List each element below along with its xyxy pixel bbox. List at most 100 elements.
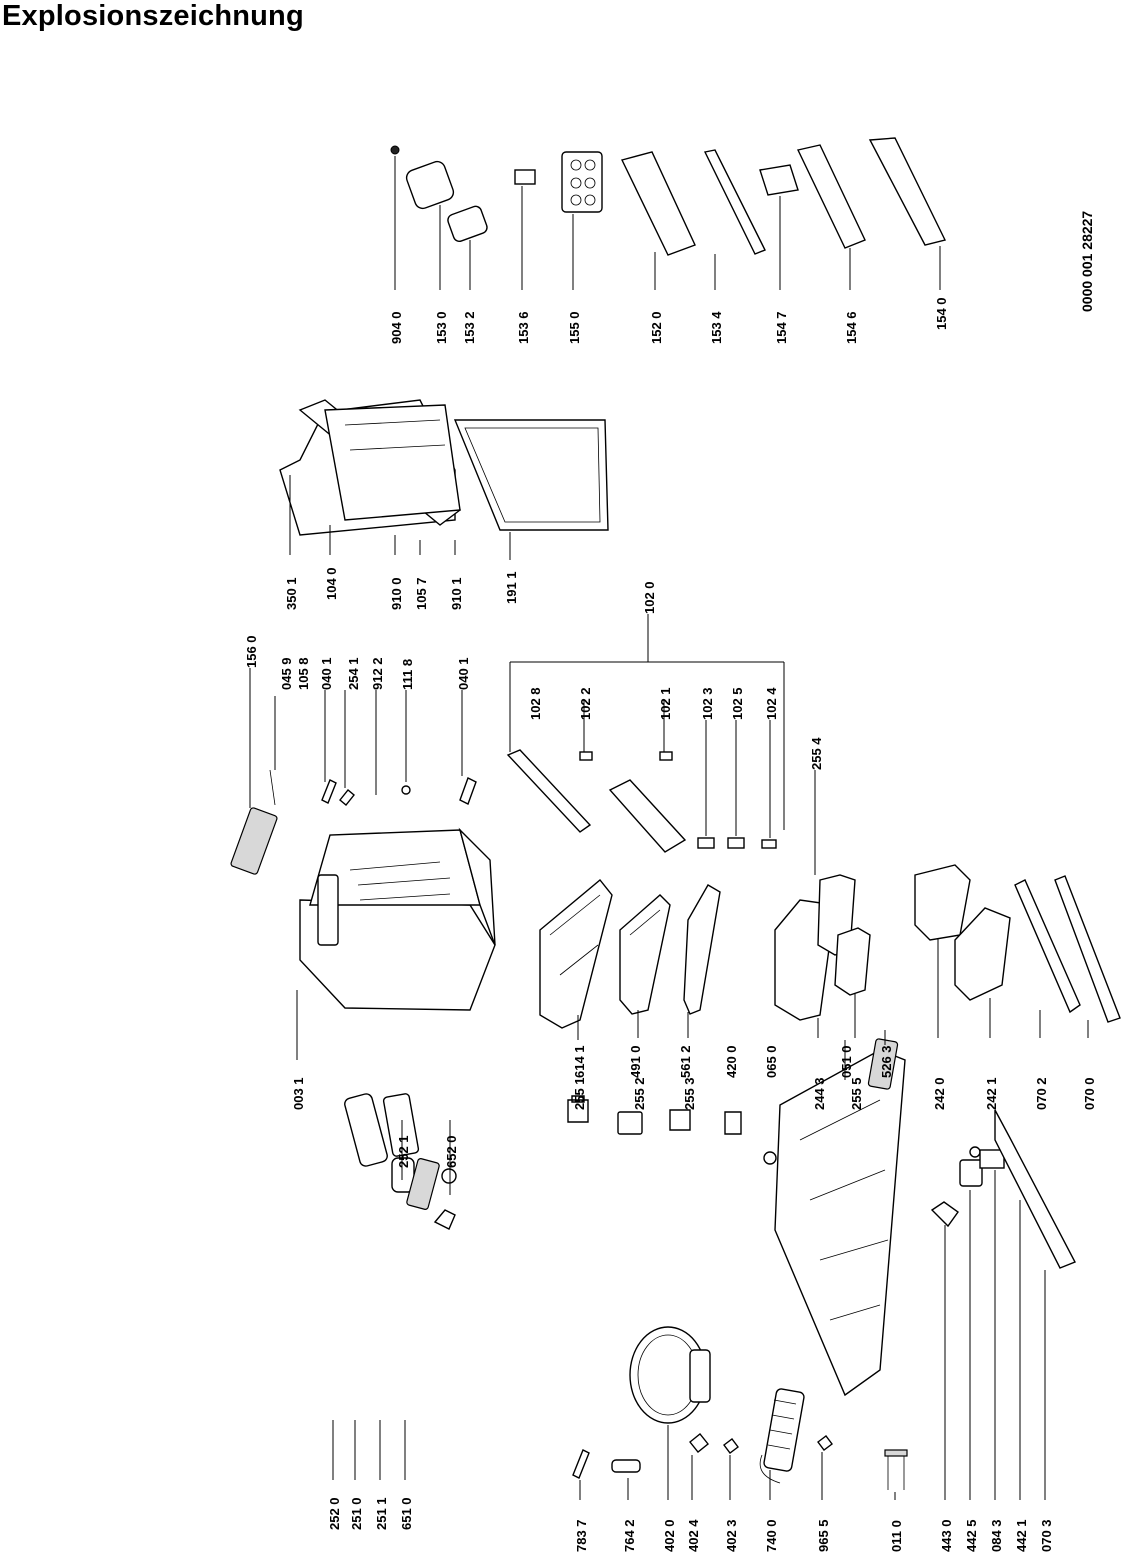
label-1024: 102 4: [764, 687, 779, 720]
part-0703: [994, 1109, 1076, 1269]
label-2551: 255 1: [572, 1077, 587, 1110]
label-0110: 011 0: [889, 1520, 904, 1552]
part-0843: [969, 1146, 981, 1158]
label-9122: 912 2: [370, 657, 385, 690]
label-2420: 242 0: [932, 1077, 947, 1110]
cabinet-body-part: [299, 827, 496, 1011]
label-2553: 255 3: [682, 1077, 697, 1110]
label-7400: 740 0: [764, 1519, 779, 1552]
label-0510: 051 0: [839, 1045, 854, 1078]
part-4421: [979, 1149, 1005, 1169]
label-5612: 561 2: [678, 1045, 693, 1078]
label-0031: 003 1: [291, 1077, 306, 1110]
label-3501: 350 1: [284, 577, 299, 610]
strip-0702-part: [1014, 879, 1081, 1014]
drawer-2420-part: [914, 864, 971, 941]
label-2541: 254 1: [346, 657, 361, 690]
label-2421: 242 1: [984, 1077, 999, 1110]
part-1023: [697, 837, 715, 849]
part-5612: [669, 1109, 691, 1131]
part-0650: [763, 1151, 777, 1165]
label-0401a: 040 1: [319, 657, 334, 690]
label-1540: 154 0: [934, 297, 949, 330]
label-2520: 252 0: [327, 1497, 342, 1530]
shelf-2552-part: [619, 894, 671, 1015]
label-9655: 965 5: [816, 1519, 831, 1552]
label-1118: 111 8: [400, 659, 415, 690]
part-0459: [269, 769, 276, 806]
label-9100: 910 0: [389, 577, 404, 610]
part-4425: [959, 1159, 983, 1187]
part-1025: [727, 837, 745, 849]
label-1020: 102 0: [642, 581, 657, 614]
shelf-2553-part: [683, 884, 721, 1015]
label-2521: 252 1: [396, 1135, 411, 1168]
label-0702: 070 2: [1034, 1077, 1049, 1110]
label-1057: 105 7: [414, 577, 429, 610]
part-1547: [759, 164, 799, 196]
label-9040: 904 0: [389, 311, 404, 344]
evaporator-part: [608, 779, 687, 853]
part-1021: [659, 751, 673, 761]
label-4023: 402 3: [724, 1519, 739, 1552]
label-1547: 154 7: [774, 311, 789, 344]
label-0703: 070 3: [1039, 1519, 1054, 1552]
part-7642: [611, 1459, 641, 1473]
label-1021: 102 1: [658, 687, 673, 720]
door-shelf-1540-part: [868, 137, 947, 246]
part-1118: [401, 785, 411, 795]
label-6520: 652 0: [444, 1135, 459, 1168]
label-2511: 251 1: [374, 1497, 389, 1530]
label-1911: 191 1: [504, 571, 519, 604]
label-4024: 402 4: [686, 1519, 701, 1552]
label-1022: 102 2: [578, 687, 593, 720]
strip-0700-part: [1054, 875, 1121, 1023]
part-7837: [572, 1449, 590, 1479]
label-2555: 255 5: [849, 1077, 864, 1110]
label-4430: 443 0: [939, 1519, 954, 1552]
part-4200: [724, 1111, 742, 1135]
part-4430: [930, 1201, 959, 1228]
label-1023: 102 3: [700, 687, 715, 720]
label-1028: 102 8: [528, 687, 543, 720]
part-1534: [703, 149, 766, 255]
label-6510: 651 0: [399, 1497, 414, 1530]
label-1058: 105 8: [296, 657, 311, 690]
part-0401a: [321, 779, 337, 804]
part-1532: [447, 205, 488, 242]
label-4910: 491 0: [628, 1045, 643, 1078]
label-7642: 764 2: [622, 1519, 637, 1552]
label-2443: 244 3: [812, 1077, 827, 1110]
screw-part: [884, 1449, 908, 1490]
label-1530: 153 0: [434, 311, 449, 344]
part-4024: [689, 1433, 709, 1453]
base-plate-part: [774, 1049, 906, 1397]
label-0459: 045 9: [279, 657, 294, 690]
compressor-part: [629, 1326, 711, 1424]
part-1536: [514, 169, 536, 185]
thermostat-group-part: [344, 1093, 457, 1230]
label-2554: 255 4: [809, 737, 824, 770]
label-5263: 526 3: [879, 1045, 894, 1078]
label-9101: 910 1: [449, 577, 464, 610]
page-title: Explosionszeichnung: [2, 0, 304, 32]
part-1028: [506, 749, 592, 833]
label-1534: 153 4: [709, 311, 724, 344]
part-1530: [405, 160, 455, 210]
label-0650: 065 0: [764, 1045, 779, 1078]
label-4425: 442 5: [964, 1519, 979, 1552]
part-1024: [761, 839, 777, 849]
egg-tray-part: [561, 151, 603, 213]
door-shelf-1520-part: [621, 151, 696, 256]
label-1546: 154 6: [844, 311, 859, 344]
part-5263: [867, 1038, 899, 1090]
drawer-2421-part: [954, 907, 1011, 1001]
label-7837: 783 7: [574, 1519, 589, 1552]
label-1040: 104 0: [324, 567, 339, 600]
label-4421: 442 1: [1014, 1519, 1029, 1552]
label-2552: 255 2: [632, 1077, 647, 1110]
part-1546: [796, 144, 866, 249]
condenser-coil-part: [759, 1388, 805, 1484]
part-9040: [390, 145, 400, 155]
